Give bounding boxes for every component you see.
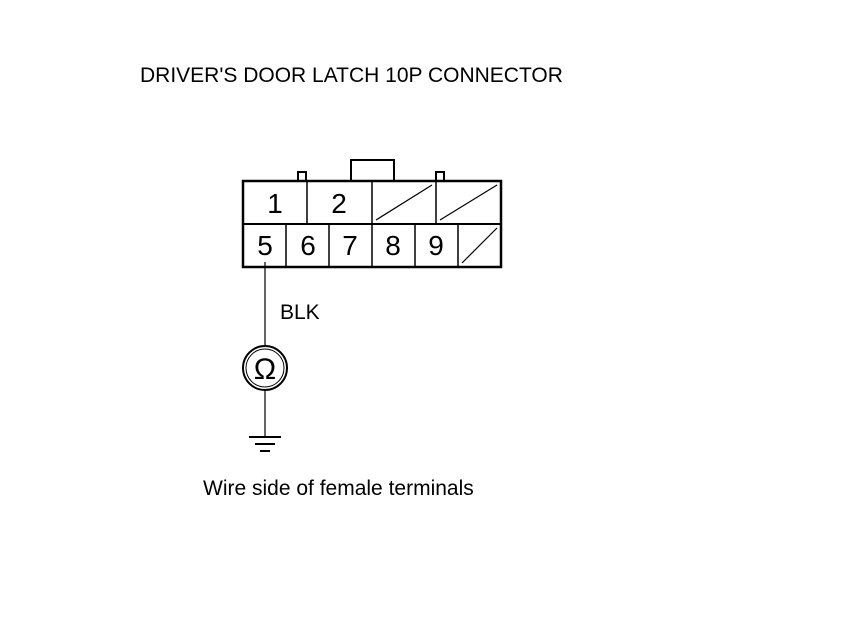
unused-cavity-mark [461, 227, 498, 264]
connector-side-tab-left [297, 171, 307, 182]
connector-lock-tab [350, 159, 395, 182]
ground-icon [249, 436, 281, 452]
pin-2-label: 2 [331, 188, 347, 219]
pin-5-label: 5 [257, 230, 273, 261]
connector-10p: 1 2 5 6 7 8 9 [241, 159, 503, 269]
pin-6-label: 6 [300, 230, 316, 261]
ohmmeter-icon: Ω [242, 345, 288, 391]
diagram-title: DRIVER'S DOOR LATCH 10P CONNECTOR [140, 64, 563, 87]
ohm-symbol: Ω [254, 353, 276, 386]
pin-9-label: 9 [428, 230, 444, 261]
pin-7-label: 7 [342, 230, 358, 261]
pin-8-label: 8 [385, 230, 401, 261]
connector-side-tab-right [435, 171, 445, 182]
pin-1-label: 1 [267, 188, 283, 219]
unused-cavity-mark [439, 184, 498, 221]
unused-cavity-mark [375, 184, 433, 221]
diagram-caption: Wire side of female terminals [203, 477, 474, 500]
wire-color-label: BLK [280, 301, 320, 324]
